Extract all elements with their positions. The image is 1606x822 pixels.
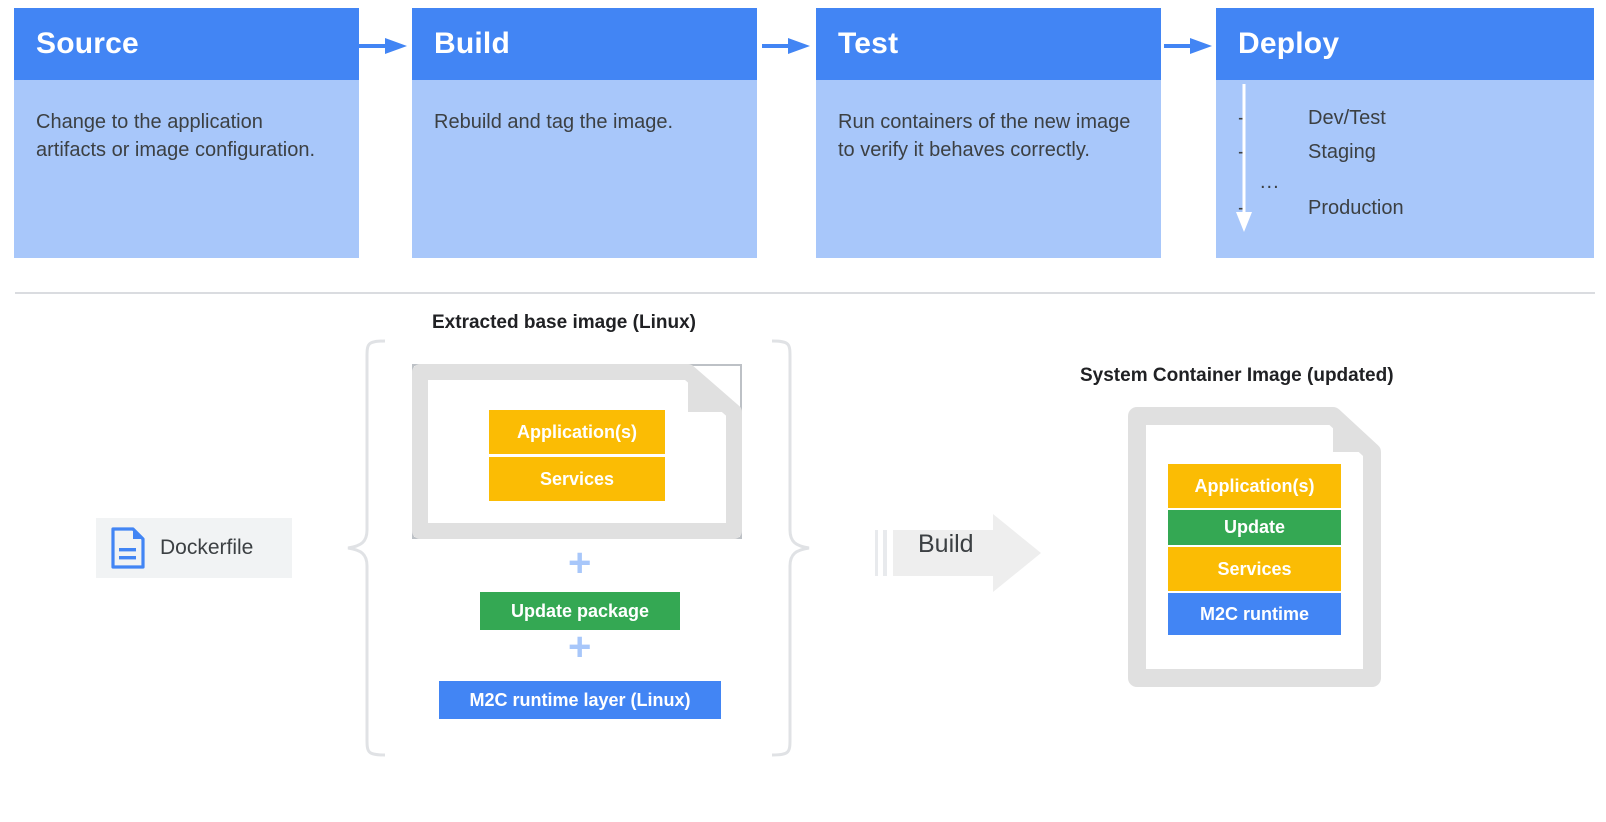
stage-title-build: Build [434, 27, 510, 60]
plus-symbol-2: + [568, 625, 592, 669]
arrow-right-icon [875, 514, 1041, 592]
arrow-right-icon [359, 38, 407, 54]
stage-header-source: Source [14, 8, 359, 80]
layer-bar: Services [489, 457, 665, 501]
brace-left [345, 338, 387, 763]
build-diagram-section: Extracted base image (Linux) System Cont… [0, 300, 1606, 822]
list-item: - Dev/Test [1238, 108, 1570, 128]
layer-bar: M2C runtime [1168, 593, 1341, 635]
stage-description-build: Rebuild and tag the image. [434, 111, 674, 133]
list-item-label: Staging [1308, 141, 1376, 163]
connector-test-to-deploy [1164, 36, 1214, 56]
stage-header-test: Test [816, 8, 1161, 80]
connector-build-to-test [762, 36, 812, 56]
layer-bar-m2c-runtime: M2C runtime layer (Linux) [439, 681, 721, 719]
list-dash: - [1238, 197, 1245, 219]
build-arrow [875, 508, 1045, 603]
list-dash: - [1238, 141, 1245, 163]
layer-label: Application(s) [1194, 475, 1315, 496]
stage-body-source: Change to the application artifacts or i… [14, 80, 359, 258]
stage-title-deploy: Deploy [1238, 27, 1340, 60]
document-icon [111, 527, 145, 569]
list-dash: - [1238, 107, 1245, 129]
dockerfile-chip[interactable]: Dockerfile [96, 518, 292, 578]
extracted-base-image-label: Extracted base image (Linux) [432, 312, 696, 333]
stage-card-deploy[interactable]: Deploy - Dev/Test - Staging ... - Produc… [1216, 8, 1594, 258]
list-ellipsis: ... [1260, 171, 1280, 193]
list-item: - Production [1238, 198, 1570, 218]
deploy-flow-arrow [1233, 84, 1255, 239]
pipeline-section: Source Change to the application artifac… [0, 0, 1606, 270]
build-arrow-label: Build [918, 530, 974, 558]
connector-source-to-build [359, 36, 409, 56]
plus-symbol-1: + [568, 541, 592, 585]
system-container-image-document [1128, 407, 1381, 687]
layer-label: Update [1223, 517, 1285, 537]
document-shape-icon [412, 364, 742, 539]
layer-bar: Update [1168, 510, 1341, 545]
dockerfile-label: Dockerfile [160, 536, 254, 559]
stage-card-build[interactable]: Build Rebuild and tag the image. [412, 8, 757, 258]
extracted-base-image-document [412, 364, 742, 539]
list-item: - Staging [1238, 142, 1570, 162]
layer-label: Application(s) [517, 421, 637, 442]
arrow-down-icon [1236, 84, 1252, 232]
list-item-label: Production [1308, 197, 1404, 219]
brace-right [770, 338, 812, 763]
stage-title-test: Test [838, 27, 899, 60]
list-item-label: Dev/Test [1308, 107, 1386, 129]
layer-label: M2C runtime layer (Linux) [469, 689, 691, 710]
stage-card-test[interactable]: Test Run containers of the new image to … [816, 8, 1161, 258]
stage-description-source: Change to the application artifacts or i… [36, 111, 316, 162]
stage-header-deploy: Deploy [1216, 8, 1594, 80]
stage-header-build: Build [412, 8, 757, 80]
system-container-image-label: System Container Image (updated) [1080, 365, 1394, 386]
section-divider [15, 292, 1595, 294]
layer-label: M2C runtime [1199, 603, 1309, 624]
curly-brace-icon [347, 339, 386, 757]
stage-body-build: Rebuild and tag the image. [412, 80, 757, 258]
arrow-right-icon [762, 38, 810, 54]
layer-label: Services [539, 468, 615, 489]
layer-bar: Application(s) [489, 410, 665, 454]
deploy-environment-list: - Dev/Test - Staging ... - Production [1238, 108, 1570, 218]
stage-title-source: Source [36, 27, 139, 60]
layer-bar-update-package: Update package [480, 592, 680, 630]
layer-label: Services [1217, 558, 1292, 579]
stage-body-deploy: - Dev/Test - Staging ... - Production [1216, 80, 1594, 258]
document-shape-icon [1128, 407, 1381, 687]
layer-bar: Services [1168, 547, 1341, 591]
layer-label: Update package [510, 600, 650, 621]
layer-bar: Application(s) [1168, 464, 1341, 508]
stage-description-test: Run containers of the new image to verif… [838, 111, 1131, 162]
stage-body-test: Run containers of the new image to verif… [816, 80, 1161, 258]
stage-card-source[interactable]: Source Change to the application artifac… [14, 8, 359, 258]
curly-brace-icon [771, 339, 810, 757]
arrow-right-icon [1164, 38, 1212, 54]
